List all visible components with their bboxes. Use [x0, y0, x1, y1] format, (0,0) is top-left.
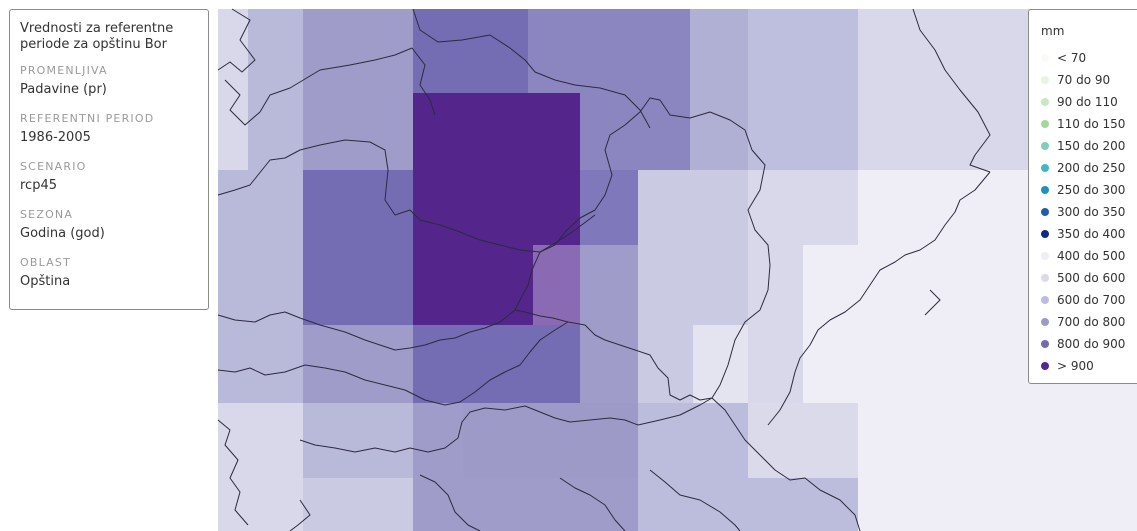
legend-swatch	[1041, 208, 1049, 216]
boundary-west-loop	[217, 8, 256, 73]
municipality-boundaries	[217, 8, 991, 531]
field-value: 1986-2005	[20, 130, 91, 145]
field-value: Padavine (pr)	[20, 82, 107, 97]
legend-item: 70 do 90	[1041, 69, 1137, 91]
boundary-south-8	[649, 469, 741, 531]
legend-item: 600 do 700	[1041, 289, 1137, 311]
field-label: PROMENLJIVA	[20, 64, 108, 77]
legend-swatch	[1041, 318, 1049, 326]
legend-item: 800 do 900	[1041, 333, 1137, 355]
legend-item: 200 do 250	[1041, 157, 1137, 179]
legend-swatch	[1041, 164, 1049, 172]
raster-cells	[218, 9, 1137, 531]
legend-label: < 70	[1057, 51, 1087, 65]
legend-swatch	[1041, 142, 1049, 150]
info-panel: Vrednosti za referentne periode za opšti…	[9, 9, 209, 310]
legend-item: 90 do 110	[1041, 91, 1137, 113]
field-scenario: SCENARIO rcp45	[20, 160, 198, 194]
boundary-south-west	[217, 309, 516, 351]
legend-label: 70 do 90	[1057, 73, 1111, 87]
field-label: REFERENTNI PERIOD	[20, 112, 155, 125]
boundary-east-lower	[767, 171, 991, 426]
legend-label: 90 do 110	[1057, 95, 1118, 109]
legend-label: 800 do 900	[1057, 337, 1126, 351]
boundary-south-1	[217, 321, 569, 406]
legend-items: < 70 70 do 90 90 do 110 110 do 150 150 do 20…	[1041, 47, 1137, 377]
legend-label: 110 do 150	[1057, 117, 1126, 131]
legend-swatch	[1041, 340, 1049, 348]
boundary-south-7	[289, 499, 311, 531]
legend-swatch	[1041, 76, 1049, 84]
field-season: SEZONA Godina (god)	[20, 208, 198, 242]
legend-item: 500 do 600	[1041, 267, 1137, 289]
boundary-main-west	[217, 139, 541, 253]
legend: mm < 70 70 do 90 90 do 110 110 do 150 150 do…	[1028, 9, 1137, 384]
boundary-northwest	[224, 47, 436, 126]
field-label: SEZONA	[20, 208, 74, 221]
legend-item: 700 do 800	[1041, 311, 1137, 333]
legend-label: 300 do 350	[1057, 205, 1126, 219]
field-value: rcp45	[20, 178, 58, 193]
legend-item: > 900	[1041, 355, 1137, 377]
legend-label: 200 do 250	[1057, 161, 1126, 175]
field-label: SCENARIO	[20, 160, 87, 173]
field-area: OBLAST Opština	[20, 256, 198, 290]
boundary-south-5	[419, 474, 481, 531]
legend-label: 500 do 600	[1057, 271, 1126, 285]
legend-swatch	[1041, 362, 1049, 370]
legend-item: < 70	[1041, 47, 1137, 69]
legend-swatch	[1041, 98, 1049, 106]
legend-swatch	[1041, 54, 1049, 62]
legend-item: 250 do 300	[1041, 179, 1137, 201]
legend-label: 400 do 500	[1057, 249, 1126, 263]
legend-label: > 900	[1057, 359, 1094, 373]
boundary-east-border	[912, 8, 991, 173]
boundary-south-3	[299, 405, 639, 453]
boundary-south-6	[559, 477, 626, 531]
field-variable: PROMENLJIVA Padavine (pr)	[20, 64, 198, 98]
boundary-bor	[514, 97, 771, 401]
boundary-southeast	[711, 397, 861, 531]
legend-unit: mm	[1041, 24, 1065, 38]
boundary-central	[539, 214, 596, 253]
legend-label: 350 do 400	[1057, 227, 1126, 241]
legend-swatch	[1041, 186, 1049, 194]
boundary-south-2	[217, 419, 249, 526]
field-value: Opština	[20, 274, 71, 289]
legend-label: 150 do 200	[1057, 139, 1126, 153]
legend-item: 150 do 200	[1041, 135, 1137, 157]
legend-item: 350 do 400	[1041, 223, 1137, 245]
panel-title: Vrednosti za referentne periode za opšti…	[20, 21, 174, 52]
field-label: OBLAST	[20, 256, 72, 269]
legend-swatch	[1041, 230, 1049, 238]
legend-swatch	[1041, 296, 1049, 304]
legend-item: 300 do 350	[1041, 201, 1137, 223]
legend-swatch	[1041, 120, 1049, 128]
field-reference-period: REFERENTNI PERIOD 1986-2005	[20, 112, 198, 146]
legend-label: 600 do 700	[1057, 293, 1126, 307]
legend-label: 700 do 800	[1057, 315, 1126, 329]
legend-item: 110 do 150	[1041, 113, 1137, 135]
field-value: Godina (god)	[20, 226, 105, 241]
legend-label: 250 do 300	[1057, 183, 1126, 197]
legend-swatch	[1041, 252, 1049, 260]
legend-swatch	[1041, 274, 1049, 282]
boundary-north-region	[412, 8, 651, 129]
legend-item: 400 do 500	[1041, 245, 1137, 267]
boundary-east-spur	[924, 289, 941, 316]
boundary-south-4	[637, 397, 713, 426]
